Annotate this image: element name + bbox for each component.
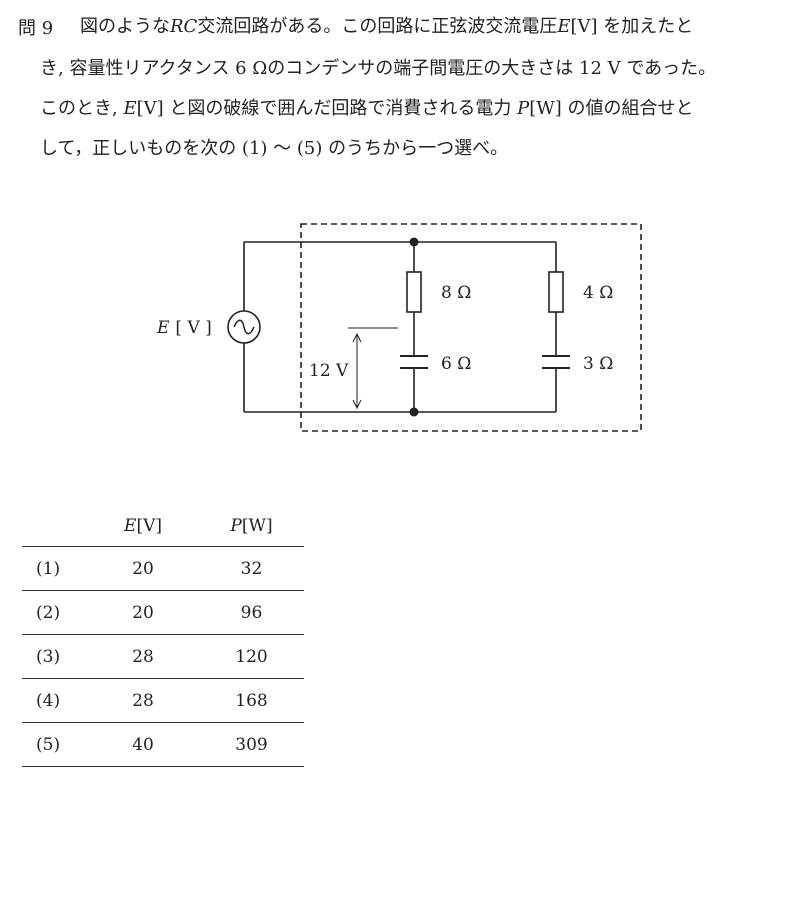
capacitor-3-ohm <box>542 355 570 369</box>
choice-e-value: 40 <box>87 722 199 767</box>
text-segment: 交流回路がある。この回路に正弦波交流電圧 <box>197 16 558 37</box>
sine-wave-icon <box>233 319 255 335</box>
capacitor-3-label: 3 Ω <box>583 354 613 374</box>
capacitor-6-ohm <box>400 355 428 369</box>
node-top <box>409 237 419 247</box>
question-line-4: して，正しいものを次の (1) ～ (5) のうちから一つ選べ。 <box>40 136 508 162</box>
text-segment: [V] を加えたと <box>570 16 694 37</box>
table-header-row: E[V] P[W] <box>22 506 304 547</box>
dashed-boundary <box>300 223 642 432</box>
voltage-label: 12 V <box>309 361 349 381</box>
choice-label: (2) <box>22 590 87 635</box>
choice-label: (5) <box>22 722 87 767</box>
text-segment: き, 容量性リアクタンス 6 Ωのコンデンサの端子間電圧の大きさは 12 V で… <box>40 58 717 79</box>
var-p: P <box>517 98 530 119</box>
choice-e-value: 20 <box>87 590 199 635</box>
table-row[interactable]: (5) 40 309 <box>22 722 304 767</box>
table-row[interactable]: (3) 28 120 <box>22 634 304 679</box>
question-line-3: このとき, E[V] と図の破線で囲んだ回路で消費される電力 P[W] の値の組… <box>40 96 694 122</box>
text-segment: 図のような <box>80 16 170 37</box>
choice-p-value: 32 <box>199 546 304 591</box>
rc-term: RC <box>170 16 198 37</box>
text-segment: このとき, <box>40 98 124 119</box>
choice-p-value: 309 <box>199 722 304 767</box>
header-label <box>22 506 87 547</box>
question-number: 問 9 <box>18 18 54 39</box>
source-label: E[ V ] <box>156 318 212 338</box>
choice-e-value: 28 <box>87 634 199 679</box>
choice-p-value: 120 <box>199 634 304 679</box>
table-row[interactable]: (2) 20 96 <box>22 590 304 635</box>
choice-label: (4) <box>22 678 87 723</box>
choice-e-value: 20 <box>87 546 199 591</box>
var-e: E <box>123 98 137 119</box>
table-row[interactable]: (1) 20 32 <box>22 546 304 591</box>
choice-label: (1) <box>22 546 87 591</box>
text-segment: して，正しいものを次の (1) ～ (5) のうちから一つ選べ。 <box>40 138 509 159</box>
choice-table: E[V] P[W] (1) 20 32 (2) 20 96 (3) 28 120… <box>22 506 304 767</box>
choice-p-value: 168 <box>199 678 304 723</box>
header-e-unit: [V] <box>136 516 162 536</box>
node-bottom <box>409 407 419 417</box>
text-segment: [V] と図の破線で囲んだ回路で消費される電力 <box>136 98 518 119</box>
question-line-1: 図のようなRC交流回路がある。この回路に正弦波交流電圧E[V] を加えたと <box>80 14 693 40</box>
resistor-4-label: 4 Ω <box>583 283 613 303</box>
capacitor-6-label: 6 Ω <box>441 354 471 374</box>
header-p: P[W] <box>199 506 304 547</box>
text-segment: [W] の値の組合せと <box>529 98 694 119</box>
resistor-8-label: 8 Ω <box>441 283 471 303</box>
choice-e-value: 28 <box>87 678 199 723</box>
header-e-var: E <box>124 516 137 536</box>
header-p-unit: [W] <box>241 516 273 536</box>
choice-p-value: 96 <box>199 590 304 635</box>
voltage-arrow-icon <box>352 332 362 410</box>
question-line-2: き, 容量性リアクタンス 6 Ωのコンデンサの端子間電圧の大きさは 12 V で… <box>40 56 716 82</box>
var-e: E <box>557 16 571 37</box>
choice-label: (3) <box>22 634 87 679</box>
table-row[interactable]: (4) 28 168 <box>22 678 304 723</box>
resistor-8-ohm <box>406 271 422 313</box>
header-e: E[V] <box>87 506 199 547</box>
resistor-4-ohm <box>548 271 564 313</box>
header-p-var: P <box>230 516 242 536</box>
